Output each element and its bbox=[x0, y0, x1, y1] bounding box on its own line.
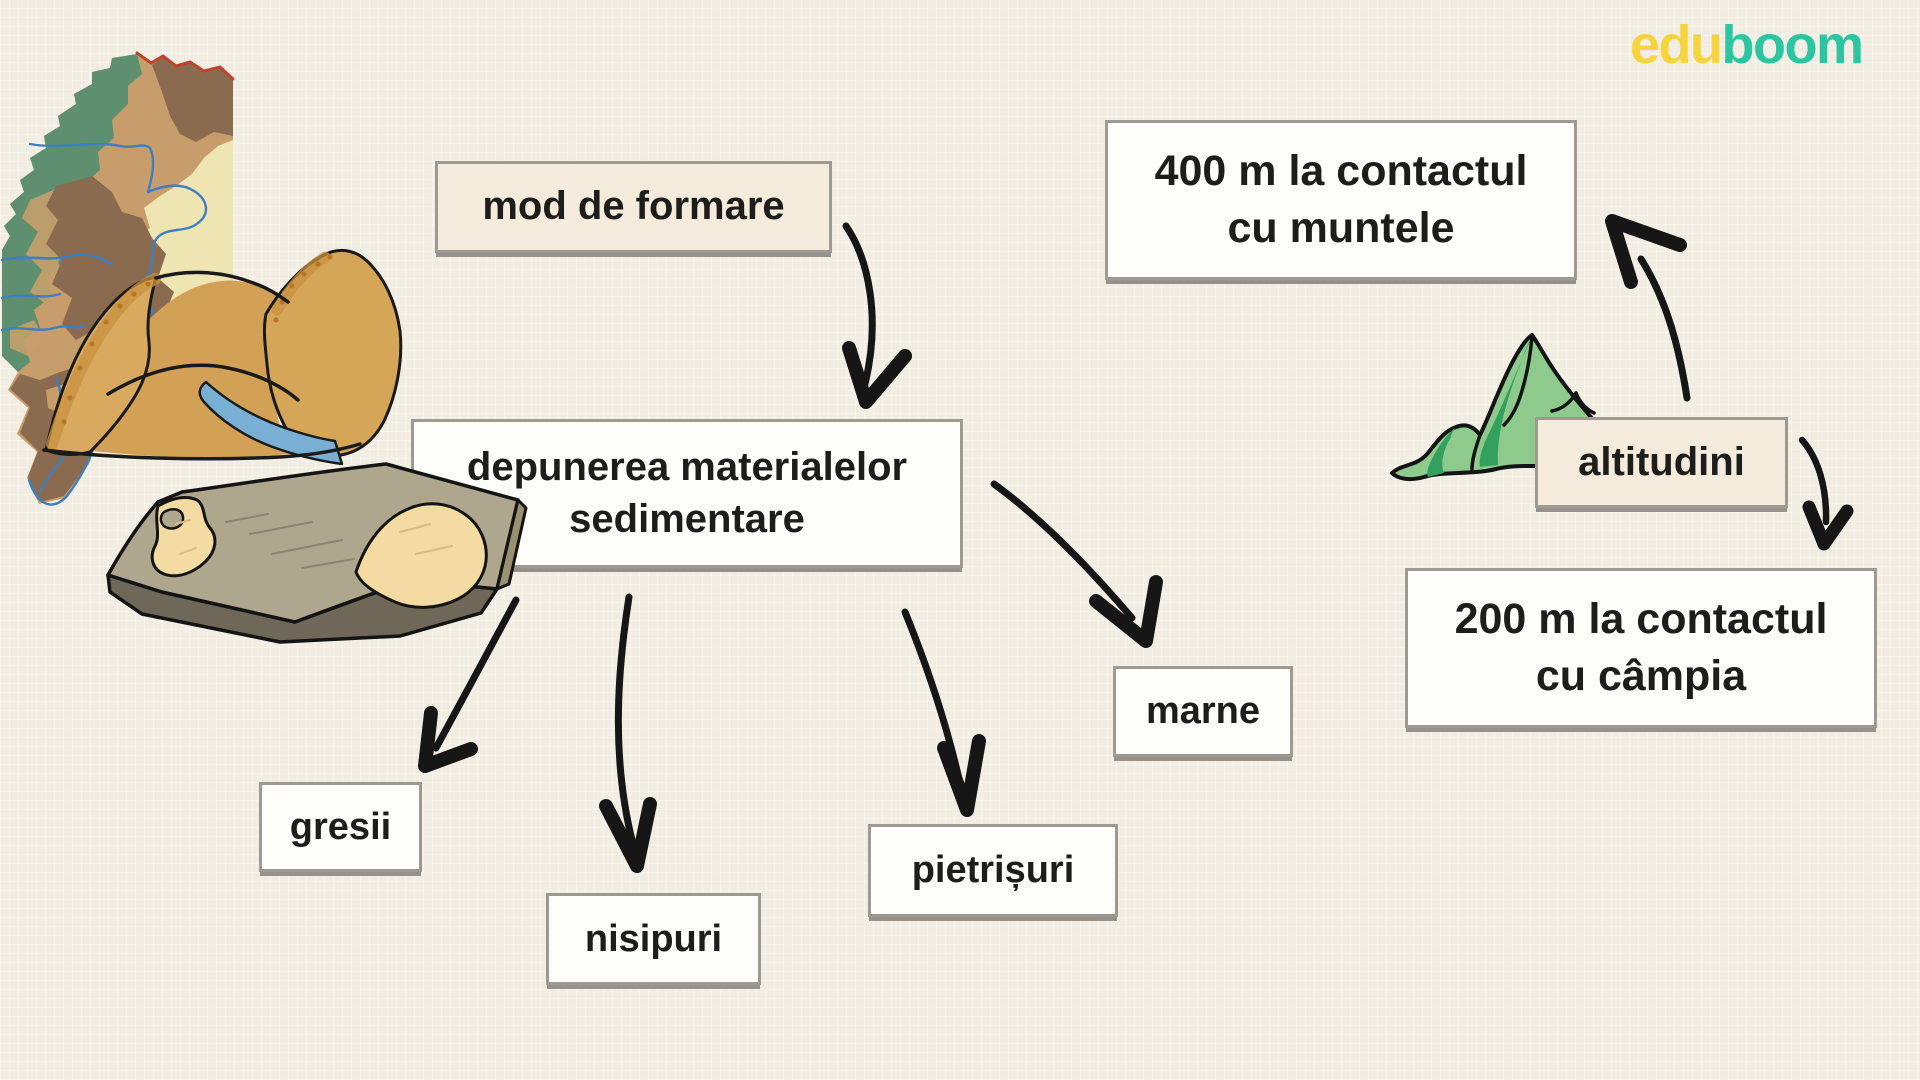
arrow-depunere-to-nisipuri-icon bbox=[599, 593, 657, 873]
node-label: altitudini bbox=[1578, 439, 1745, 484]
eduboom-logo: eduboom bbox=[1630, 15, 1864, 75]
node-label: mod de formare bbox=[482, 184, 785, 229]
node-gresii: gresii bbox=[259, 782, 422, 872]
geological-map-illustration bbox=[0, 51, 235, 506]
node-depunerea-materialelor: depunerea materialelor sedimentare bbox=[411, 419, 963, 568]
node-altitudine-200m: 200 m la contactul cu câmpia bbox=[1405, 568, 1877, 728]
node-label-line2: cu muntele bbox=[1227, 204, 1455, 252]
arrow-altitudini-to-200-icon bbox=[1798, 436, 1854, 551]
node-label-line1: 400 m la contactul bbox=[1154, 147, 1528, 196]
arrow-depunere-to-marne-icon bbox=[990, 480, 1163, 648]
node-pietrisuri: pietrișuri bbox=[868, 824, 1118, 917]
node-mod-de-formare: mod de formare bbox=[435, 161, 832, 253]
node-nisipuri: nisipuri bbox=[546, 893, 761, 985]
node-altitudini: altitudini bbox=[1535, 417, 1788, 508]
node-label: nisipuri bbox=[584, 917, 723, 960]
node-label-line1: 200 m la contactul bbox=[1454, 595, 1828, 644]
piedmont-hills-illustration bbox=[42, 248, 403, 466]
node-marne: marne bbox=[1113, 666, 1293, 757]
node-label-line2: sedimentare bbox=[569, 496, 805, 541]
logo-boom-part: boom bbox=[1721, 15, 1864, 75]
node-label-line1: depunerea materialelor bbox=[466, 445, 908, 490]
node-label: gresii bbox=[289, 805, 392, 848]
arrow-altitudini-to-400-icon bbox=[1605, 214, 1691, 402]
arrow-mod-to-depunere-icon bbox=[842, 222, 912, 409]
logo-edu-part: edu bbox=[1630, 15, 1723, 75]
node-label-line2: cu câmpia bbox=[1535, 652, 1747, 700]
node-altitudine-400m: 400 m la contactul cu muntele bbox=[1105, 120, 1577, 280]
arrow-depunere-to-gresii-icon bbox=[418, 596, 520, 773]
arrow-depunere-to-pietrisuri-icon bbox=[901, 608, 986, 817]
node-label: marne bbox=[1145, 690, 1261, 733]
node-label: pietrișuri bbox=[911, 849, 1075, 892]
